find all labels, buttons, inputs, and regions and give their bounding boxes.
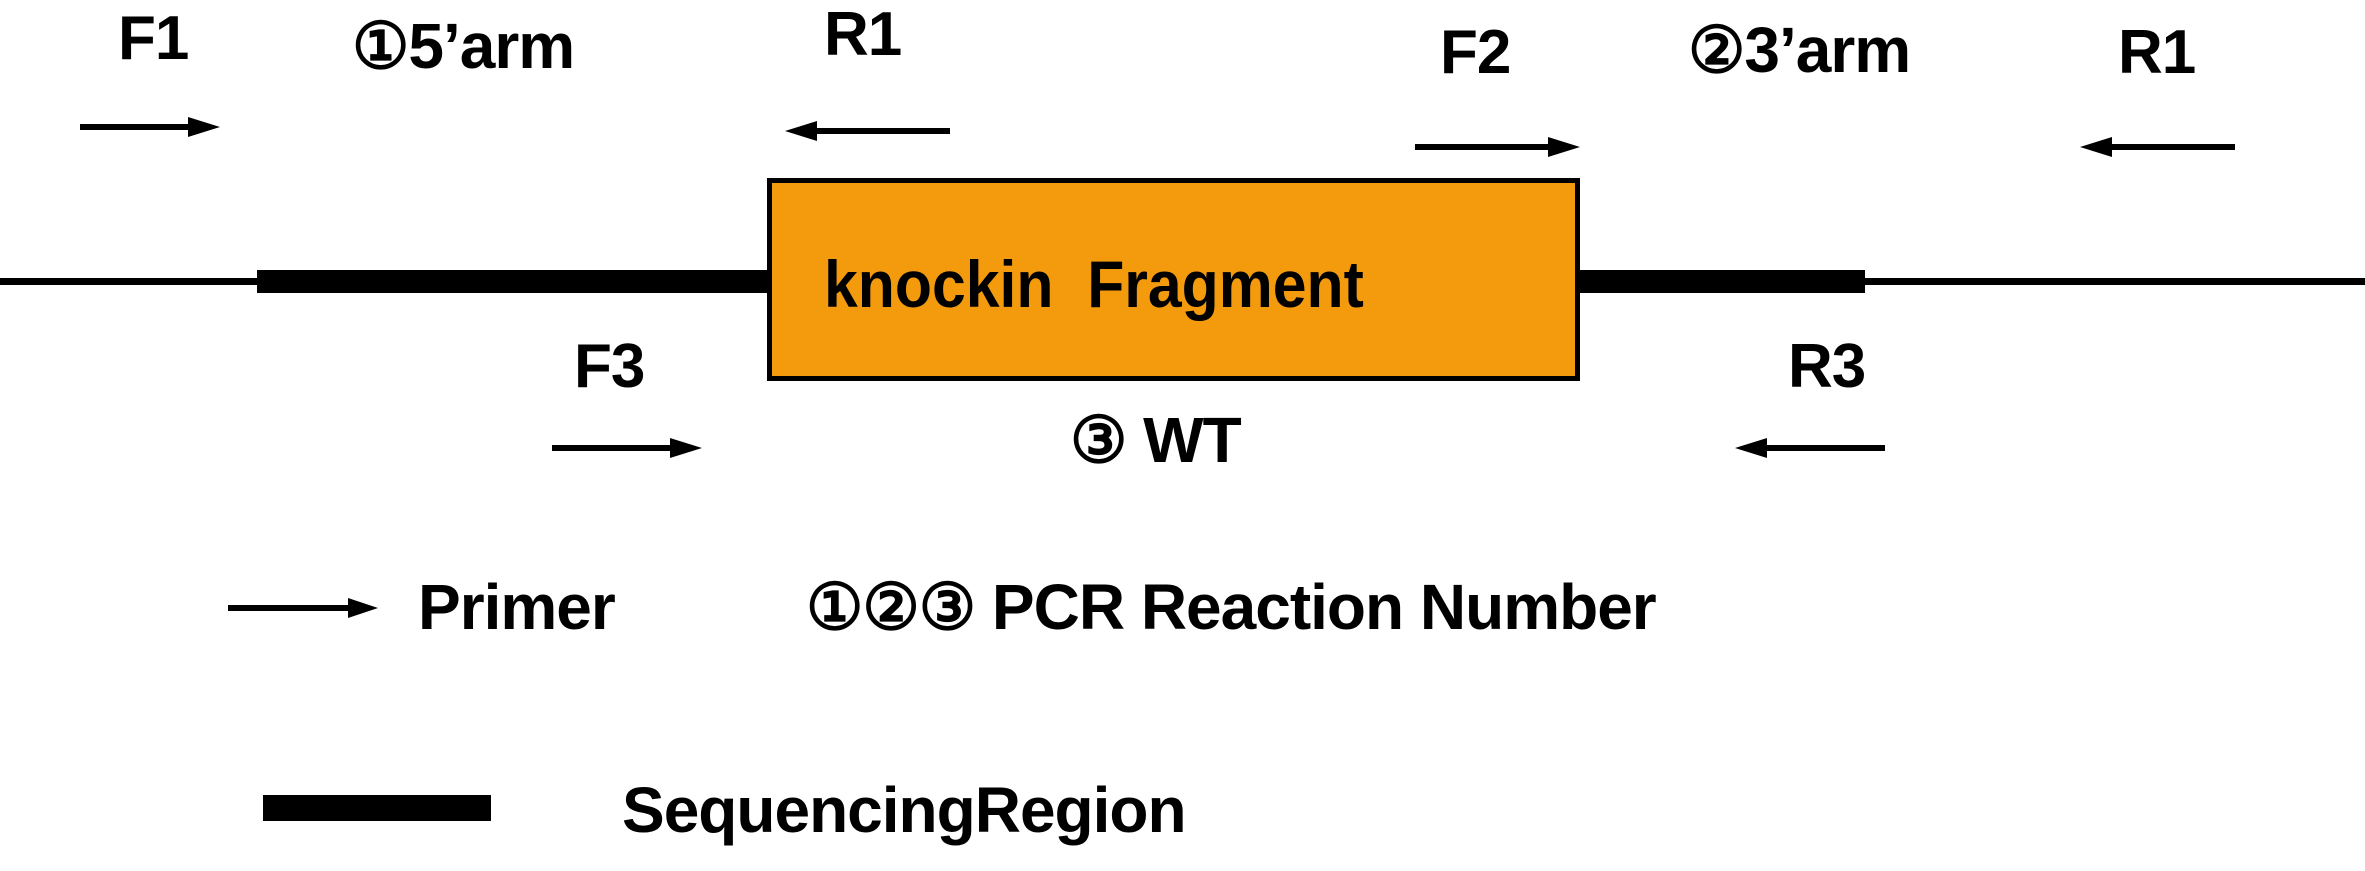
knockin-fragment-box: knockin Fragment <box>767 178 1580 381</box>
sequencing-region-left <box>257 270 772 293</box>
arrow-left-icon-r1-left <box>785 108 950 154</box>
arrow-right-icon-f3 <box>552 425 702 471</box>
primer-label-f3: F3 <box>574 332 645 401</box>
knockin-fragment-label: knockin Fragment <box>824 247 1364 321</box>
region-label-5prime-arm: ①5’arm <box>352 10 575 82</box>
legend-label-sequencing-region: SequencingRegion <box>622 774 1187 846</box>
sequencing-region-right <box>1575 270 1865 293</box>
primer-label-f2: F2 <box>1440 18 1511 87</box>
legend-label-primer: Primer <box>418 571 616 643</box>
region-label-3prime-arm: ②3’arm <box>1688 14 1911 86</box>
legend-thick-bar-icon <box>263 795 491 821</box>
arrow-right-icon-f1 <box>80 104 220 150</box>
arrow-left-icon-r1-right <box>2080 124 2235 170</box>
region-label-wild-type: ③ WT <box>1070 404 1242 476</box>
primer-label-r3: R3 <box>1788 332 1866 401</box>
primer-label-r1-right: R1 <box>2118 18 2196 87</box>
primer-label-r1-left: R1 <box>824 0 902 69</box>
arrow-left-icon-r3 <box>1735 425 1885 471</box>
primer-label-f1: F1 <box>118 4 189 73</box>
legend-label-pcr-reaction-number: ①②③ PCR Reaction Number <box>806 571 1657 643</box>
arrow-right-icon-f2 <box>1415 124 1580 170</box>
legend-arrow-right-icon <box>228 585 378 631</box>
